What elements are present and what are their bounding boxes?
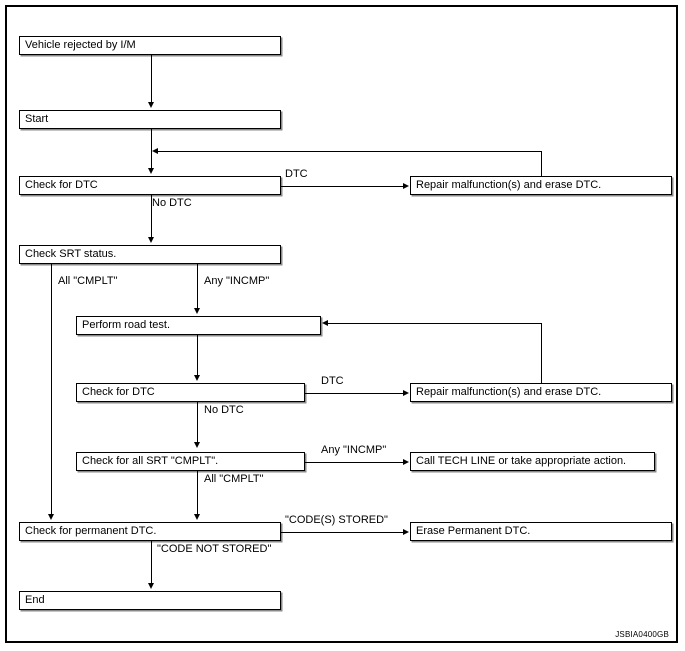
- arrowhead-start-to-check-dtc: [147, 168, 154, 174]
- arrowhead-srt-any-incmp-branch: [193, 308, 200, 314]
- node-repair-malfunctions-1: Repair malfunction(s) and erase DTC.: [410, 176, 672, 195]
- node-end: End: [19, 591, 281, 610]
- arrowhead-check-dtc1-to-repair1: [403, 182, 409, 189]
- node-check-for-dtc-2: Check for DTC: [76, 383, 305, 402]
- node-perform-road-test: Perform road test.: [76, 316, 321, 335]
- edge-label-all-cmplt-1: All "CMPLT": [58, 275, 118, 287]
- node-repair-malfunctions-2: Repair malfunction(s) and erase DTC.: [410, 383, 672, 402]
- edge-srt-all-cmplt-branch: [51, 264, 52, 516]
- arrowhead-permanent-to-erase: [403, 528, 409, 535]
- edge-permanent-to-end: [151, 541, 152, 585]
- edge-label-all-cmplt-2: All "CMPLT": [204, 473, 264, 485]
- edge-label-no-dtc-2: No DTC: [204, 404, 244, 416]
- edge-label-dtc-1: DTC: [285, 168, 308, 180]
- edge-permanent-to-erase: [281, 532, 404, 533]
- edge-road-test-to-check-dtc2: [197, 335, 198, 377]
- edge-check-dtc1-to-repair1: [281, 186, 404, 187]
- edge-repair2-feedback-vertical: [541, 323, 542, 383]
- node-vehicle-rejected: Vehicle rejected by I/M: [19, 36, 281, 55]
- edge-repair1-feedback-horizontal: [158, 151, 542, 152]
- arrowhead-check-dtc2-to-repair2: [403, 389, 409, 396]
- arrowhead-check-dtc2-to-check-all-srt: [193, 442, 200, 448]
- arrowhead-repair2-feedback: [322, 319, 328, 326]
- arrowhead-check-all-srt-to-tech-line: [403, 458, 409, 465]
- node-check-all-srt-cmplt: Check for all SRT "CMPLT".: [76, 452, 305, 471]
- edge-repair1-feedback-vertical: [541, 151, 542, 176]
- figure-border: [5, 5, 678, 643]
- edge-label-codes-stored: "CODE(S) STORED": [285, 514, 388, 526]
- node-erase-permanent-dtc: Erase Permanent DTC.: [410, 522, 672, 541]
- arrowhead-repair1-feedback: [152, 147, 158, 154]
- node-start: Start: [19, 110, 281, 129]
- edge-check-dtc2-to-repair2: [305, 393, 404, 394]
- arrowhead-srt-all-cmplt-branch: [47, 514, 54, 520]
- edge-label-any-incmp-1: Any "INCMP": [204, 275, 270, 287]
- node-check-permanent-dtc: Check for permanent DTC.: [19, 522, 281, 541]
- arrowhead-road-test-to-check-dtc2: [193, 375, 200, 381]
- arrowhead-check-dtc1-to-srt: [147, 237, 154, 243]
- edge-start-to-check-dtc: [151, 129, 152, 170]
- edge-label-any-incmp-2: Any "INCMP": [321, 444, 387, 456]
- edge-label-dtc-2: DTC: [321, 375, 344, 387]
- edge-repair2-feedback-horizontal: [328, 323, 542, 324]
- node-check-srt-status: Check SRT status.: [19, 245, 281, 264]
- edge-check-all-srt-to-permanent: [197, 471, 198, 516]
- edge-label-no-dtc-1: No DTC: [152, 197, 192, 209]
- node-call-tech-line: Call TECH LINE or take appropriate actio…: [410, 452, 655, 471]
- arrowhead-vehicle-to-start: [147, 102, 154, 108]
- figure-id-code: JSBIA0400GB: [615, 630, 669, 639]
- arrowhead-permanent-to-end: [147, 583, 154, 589]
- arrowhead-check-all-srt-to-permanent: [193, 514, 200, 520]
- node-check-for-dtc-1: Check for DTC: [19, 176, 281, 195]
- edge-vehicle-to-start: [151, 55, 152, 104]
- edge-label-code-not-stored: "CODE NOT STORED": [157, 543, 272, 555]
- edge-srt-any-incmp-branch: [197, 264, 198, 310]
- edge-check-dtc1-to-srt: [151, 195, 152, 239]
- edge-check-all-srt-to-tech-line: [305, 462, 404, 463]
- edge-check-dtc2-to-check-all-srt: [197, 402, 198, 444]
